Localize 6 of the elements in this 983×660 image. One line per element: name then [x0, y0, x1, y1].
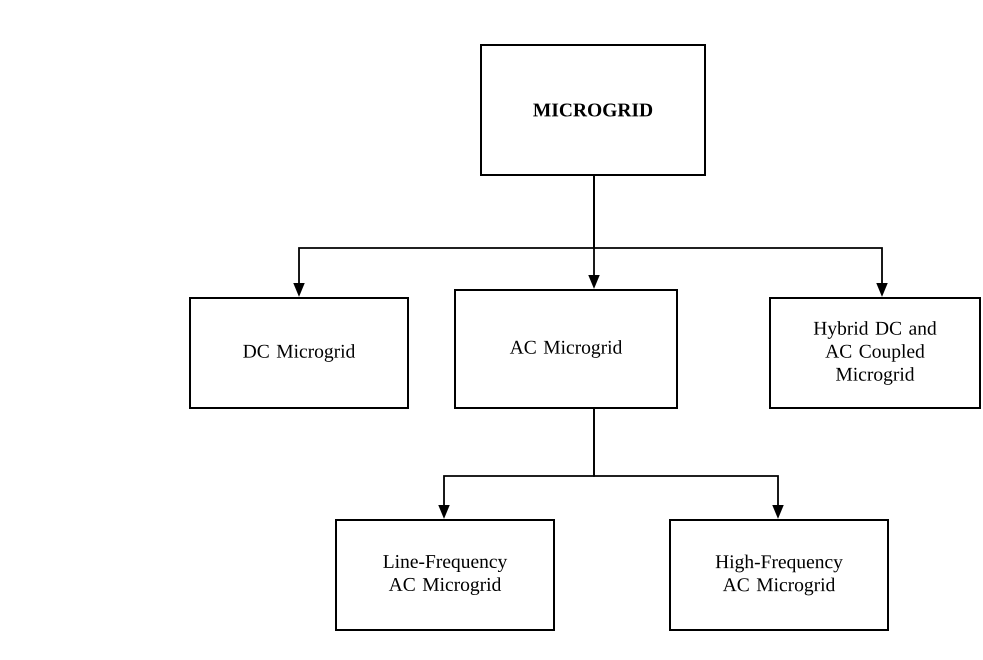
- category-box: Hybrid DC and AC Coupled Microgrid: [769, 297, 981, 409]
- category-box: Line-Frequency AC Microgrid: [335, 519, 555, 631]
- category-box: DC Microgrid: [189, 297, 409, 409]
- title-box: MICROGRID: [480, 44, 706, 176]
- category-box: AC Microgrid: [454, 289, 678, 409]
- category-box: High-Frequency AC Microgrid: [669, 519, 889, 631]
